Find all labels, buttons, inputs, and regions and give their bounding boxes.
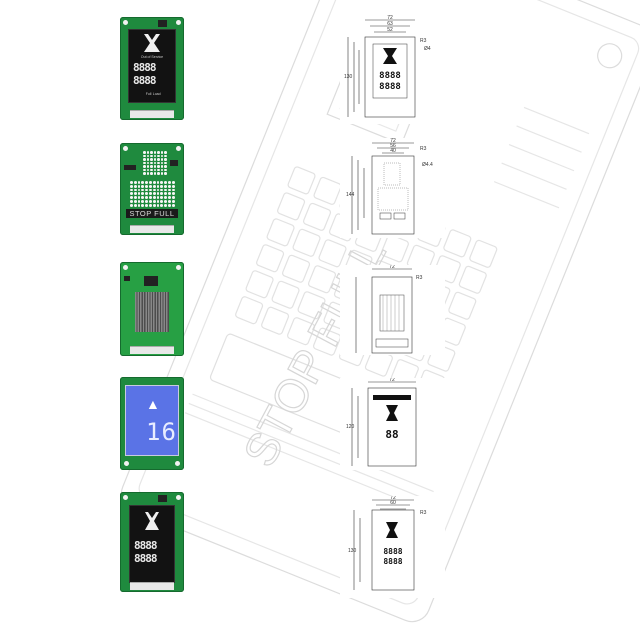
dim-label: 130 — [348, 548, 357, 554]
floor-number: 16 — [146, 418, 177, 446]
segment-digits-bottom: 8888 — [134, 552, 157, 565]
x-logo-icon — [144, 34, 160, 52]
technical-drawing-board-3: 72 R3 — [340, 265, 445, 355]
dim-label: R3 — [416, 275, 423, 281]
dot-matrix-lower — [130, 181, 175, 207]
dim-label: 130 — [344, 74, 353, 80]
dim-label: 56 — [390, 143, 396, 149]
dim-label: 60 — [390, 500, 396, 506]
dim-label: R3 — [420, 146, 427, 152]
screen-label-full: Full — [145, 92, 152, 96]
dim-label: R3 — [420, 510, 427, 516]
technical-drawing-board-4: 88 72 120 — [340, 378, 445, 470]
screen-label-out-of-service: Out of Service — [140, 55, 164, 59]
technical-drawing-board-2: 72 56 40 144 R3 Ø4.4 — [340, 138, 445, 238]
svg-text:88: 88 — [385, 428, 398, 441]
ic-chip — [158, 495, 167, 502]
lcd-screen: Out of Service 8888 8888 Full Load — [128, 29, 176, 103]
svg-text:8888: 8888 — [379, 71, 401, 81]
screen-label-load: Load — [152, 92, 161, 96]
x-logo-icon — [145, 512, 159, 530]
dim-label: 72 — [387, 15, 393, 21]
dim-label: 72 — [390, 138, 396, 144]
dim-label: 120 — [346, 424, 355, 430]
dim-label: 72 — [389, 265, 395, 270]
connector — [130, 346, 174, 354]
dot-matrix-upper — [143, 151, 167, 175]
product-photo-segment-lcd-board: Out of Service 8888 8888 Full Load — [120, 17, 184, 120]
mount-hole — [176, 265, 181, 270]
product-photo-dot-matrix-board: STOP FULL — [120, 143, 184, 235]
product-photo-segment-lcd-board-compact: 8888 8888 — [120, 492, 184, 592]
segment-digits-top: 8888 — [134, 539, 157, 552]
mount-hole — [176, 495, 181, 500]
mount-hole — [175, 461, 180, 466]
mount-hole — [123, 495, 128, 500]
svg-text:8888: 8888 — [383, 557, 402, 566]
connector — [130, 110, 174, 118]
technical-drawing-board-5: 8888 8888 72 60 130 R3 — [340, 496, 445, 598]
svg-text:8888: 8888 — [379, 82, 401, 92]
dim-label: 40 — [390, 148, 396, 154]
mount-hole — [176, 20, 181, 25]
dense-led-matrix — [135, 292, 169, 332]
mount-hole — [123, 146, 128, 151]
product-photo-dense-dot-matrix-board — [120, 262, 184, 356]
segment-digits-bottom: 8888 — [133, 74, 156, 87]
dim-label: Ø4 — [424, 46, 431, 52]
mount-hole — [124, 461, 129, 466]
ic-chip — [170, 160, 178, 166]
mount-hole — [176, 146, 181, 151]
dim-label: 72 — [390, 496, 396, 501]
dim-label: R3 — [420, 38, 427, 44]
ic-chip — [124, 165, 136, 170]
svg-text:8888: 8888 — [383, 547, 402, 556]
lcd-screen: 8888 8888 — [129, 505, 175, 583]
mount-hole — [123, 20, 128, 25]
product-photo-blue-lcd-board: ▲ 16 — [120, 377, 184, 470]
dim-label: Ø4.4 — [422, 162, 433, 168]
blue-lcd-screen: ▲ 16 — [125, 385, 179, 456]
technical-drawing-board-1: 8888 8888 72 63 52 130 R3 Ø4 — [340, 12, 445, 124]
ic-chip — [158, 20, 167, 27]
connector — [130, 225, 174, 233]
dim-label: 52 — [387, 27, 393, 33]
dim-label: 144 — [346, 192, 355, 198]
stop-full-label: STOP FULL — [126, 209, 178, 218]
connector — [130, 582, 174, 590]
dim-label: 72 — [389, 378, 395, 383]
mount-hole — [123, 265, 128, 270]
segment-digits-top: 8888 — [133, 61, 156, 74]
ic-chip — [144, 276, 158, 286]
dim-label: 63 — [387, 21, 393, 27]
up-arrow-icon: ▲ — [146, 396, 160, 412]
ic-chip — [124, 276, 130, 281]
